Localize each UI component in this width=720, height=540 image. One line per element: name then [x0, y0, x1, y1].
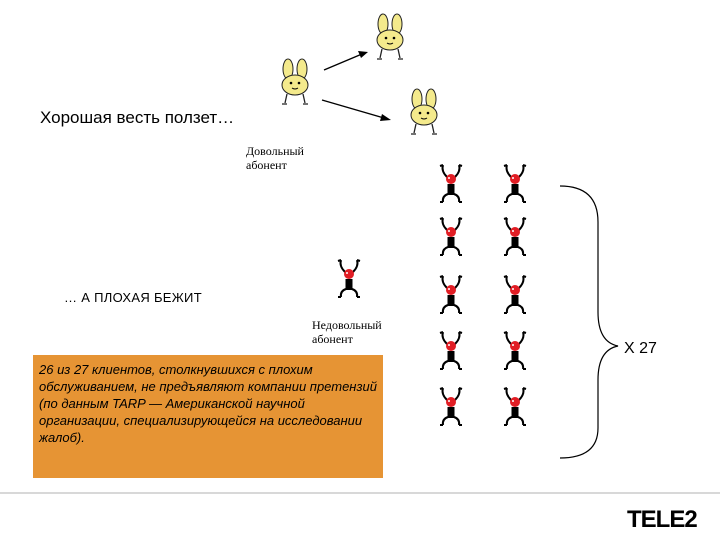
multiplier-label: X 27: [624, 340, 657, 357]
bunny-icon-top: [376, 13, 404, 60]
arrow-icon-down: [321, 99, 391, 121]
good-news-headline: Хорошая весть ползет…: [40, 108, 235, 127]
info-box: 26 из 27 клиентов, столкнувшихся с плохи…: [33, 355, 383, 478]
logo-text: TELE2: [627, 506, 697, 533]
happy-customer-label: Довольный абонент: [246, 144, 304, 172]
unhappy-customer-label: Недовольный абонент: [312, 318, 382, 346]
angry-bug-icon-single: [337, 259, 361, 298]
bunny-icon-bottom: [410, 88, 438, 135]
bad-news-headline: … А ПЛОХАЯ БЕЖИТ: [64, 290, 202, 305]
arrow-icon-up: [323, 51, 368, 71]
angry-bug-grid: [439, 164, 527, 426]
curly-brace: [559, 185, 619, 459]
info-text: 26 из 27 клиентов, столкнувшихся с плохи…: [39, 362, 377, 445]
footer-divider: [0, 492, 720, 494]
tele2-logo: TELE2: [627, 506, 698, 533]
bunny-icon-source: [281, 58, 309, 105]
